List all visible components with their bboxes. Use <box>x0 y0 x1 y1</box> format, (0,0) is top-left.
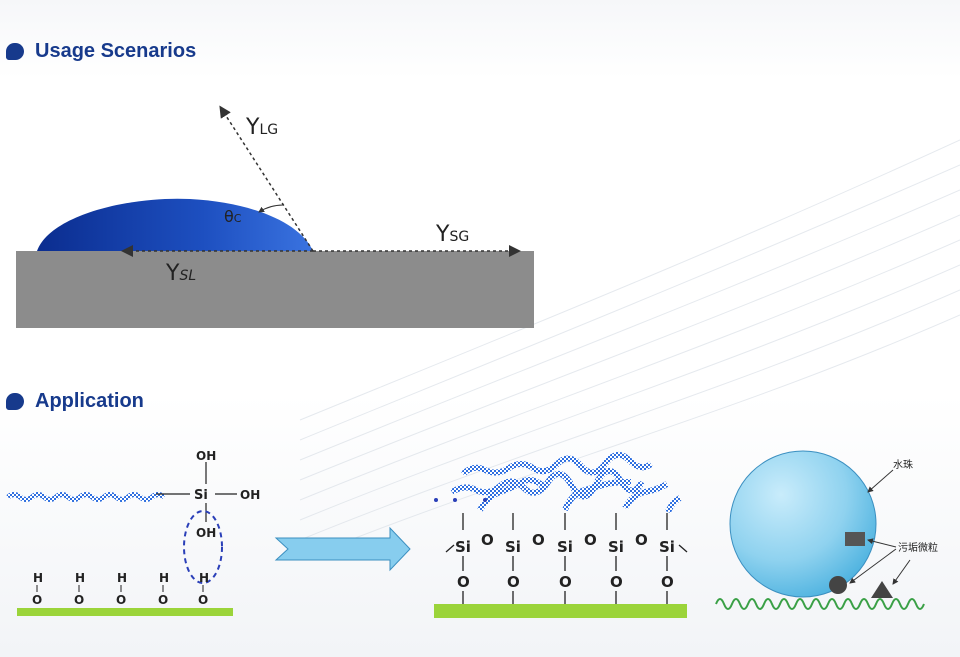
si-atom-5: Si <box>659 538 675 556</box>
svg-text:H: H <box>33 571 43 585</box>
anchor-o-2: O <box>507 573 520 591</box>
svg-text:O: O <box>116 593 126 607</box>
dirt-particle-label: 污垢微粒 <box>898 541 938 554</box>
green-surface-left <box>17 608 233 616</box>
bridge-o-3: O <box>584 531 597 549</box>
section-title-usage: Usage Scenarios <box>6 40 196 63</box>
theta-label: θC <box>224 207 242 226</box>
bridge-o-2: O <box>532 531 545 549</box>
rough-surface-wave <box>715 598 925 610</box>
gamma-lg-arrow <box>219 105 314 252</box>
reaction-highlight-ellipse <box>183 510 223 584</box>
silane-after-diagram: Si Si Si Si Si O O O O O O O O O <box>434 451 688 618</box>
hydroxyl-2: H O <box>74 571 85 607</box>
gamma-sl-label: YSL <box>165 261 196 286</box>
dirt-particle-circle <box>829 576 847 594</box>
water-bead-label: 水珠 <box>893 458 913 471</box>
anchor-o-5: O <box>661 573 674 591</box>
gamma-lg-label: YLG <box>245 115 278 140</box>
silane-before-diagram: OH Si OH OH H O H O H O H <box>6 449 260 616</box>
bullet-icon <box>6 393 24 410</box>
svg-text:H: H <box>159 571 169 585</box>
substrate-block <box>16 251 534 328</box>
contact-angle-diagram: YLG YSG YSL θC <box>16 105 534 328</box>
water-droplet <box>37 198 313 251</box>
anchor-o-3: O <box>559 573 572 591</box>
green-surface-right <box>434 604 687 618</box>
svg-text:O: O <box>74 593 84 607</box>
si-left-label: Si <box>194 488 208 503</box>
self-cleaning-diagram: 水珠 污垢微粒 <box>715 450 938 610</box>
polymer-network <box>450 451 682 514</box>
usage-title-text: Usage Scenarios <box>35 40 197 62</box>
water-bead <box>729 450 877 598</box>
theta-arc <box>258 204 284 213</box>
si-atom-4: Si <box>608 538 624 556</box>
bullet-icon <box>6 43 24 60</box>
svg-text:H: H <box>199 571 209 585</box>
dot-markers <box>434 498 487 502</box>
svg-text:H: H <box>75 571 85 585</box>
svg-text:O: O <box>32 593 42 607</box>
si-atom-2: Si <box>505 538 521 556</box>
surface-hydroxyl-groups: H O H O H O H O H O <box>32 571 209 607</box>
application-title-text: Application <box>35 390 144 412</box>
section-title-application: Application <box>6 390 144 413</box>
dirt-particle-triangle <box>871 581 893 598</box>
svg-text:O: O <box>198 593 208 607</box>
anchor-o-4: O <box>610 573 623 591</box>
bridge-o-1: O <box>481 531 494 549</box>
hydroxyl-1: H O <box>32 571 43 607</box>
hydroxyl-5: H O <box>198 571 209 607</box>
top-oh-label: OH <box>196 449 216 463</box>
si-atom-3: Si <box>557 538 573 556</box>
anchor-o-1: O <box>457 573 470 591</box>
right-oh-label: OH <box>240 488 260 502</box>
process-arrow <box>274 526 411 572</box>
dirt-particle-square <box>845 532 865 546</box>
bottom-oh-label: OH <box>196 526 216 540</box>
si-atom-1: Si <box>455 538 471 556</box>
hydroxyl-4: H O <box>158 571 169 607</box>
gamma-sg-label: YSG <box>435 222 469 247</box>
svg-text:O: O <box>158 593 168 607</box>
polymer-chain-left <box>6 492 166 502</box>
bridge-o-4: O <box>635 531 648 549</box>
svg-text:H: H <box>117 571 127 585</box>
hydroxyl-3: H O <box>116 571 127 607</box>
siloxane-backbone: Si Si Si Si Si O O O O O O O O O <box>445 513 688 604</box>
